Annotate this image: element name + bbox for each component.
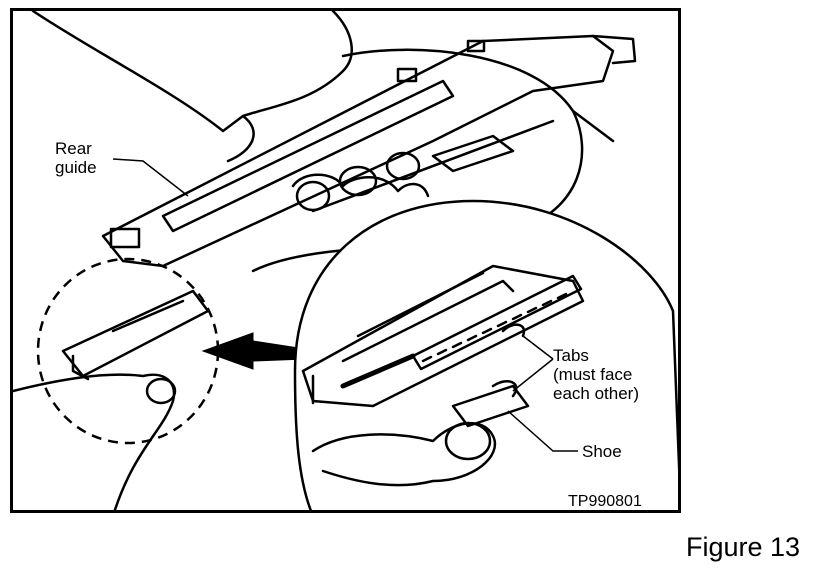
bottom-left-hand (13, 373, 176, 510)
tabs-leader (522, 335, 554, 360)
rail-end-pin (591, 34, 637, 65)
illustration-frame: Rear guide Tabs (must face each other) S… (10, 8, 681, 513)
top-hand (31, 11, 353, 133)
tabs-label: Tabs (must face each other) (553, 346, 639, 403)
tab-lower (491, 380, 518, 398)
detail-arrow (201, 332, 306, 370)
shoe-label: Shoe (582, 442, 622, 461)
magnified-view (293, 199, 678, 510)
rear-guide-rail (101, 34, 615, 268)
tab-upper (501, 323, 526, 338)
gear-rack (411, 274, 583, 371)
seat-rail-illustration (13, 11, 678, 510)
fingers (291, 173, 430, 198)
spring (340, 353, 416, 389)
rear-guide-label: Rear guide (55, 139, 97, 177)
small-shoe-assembly (61, 289, 210, 378)
figure-caption: Figure 13 (686, 532, 801, 562)
diagram-code: TP990801 (568, 493, 642, 510)
shoe-part (451, 384, 530, 428)
shoe-leader (507, 410, 578, 452)
magnified-fingers (311, 422, 497, 487)
rear-guide-leader (112, 158, 189, 197)
